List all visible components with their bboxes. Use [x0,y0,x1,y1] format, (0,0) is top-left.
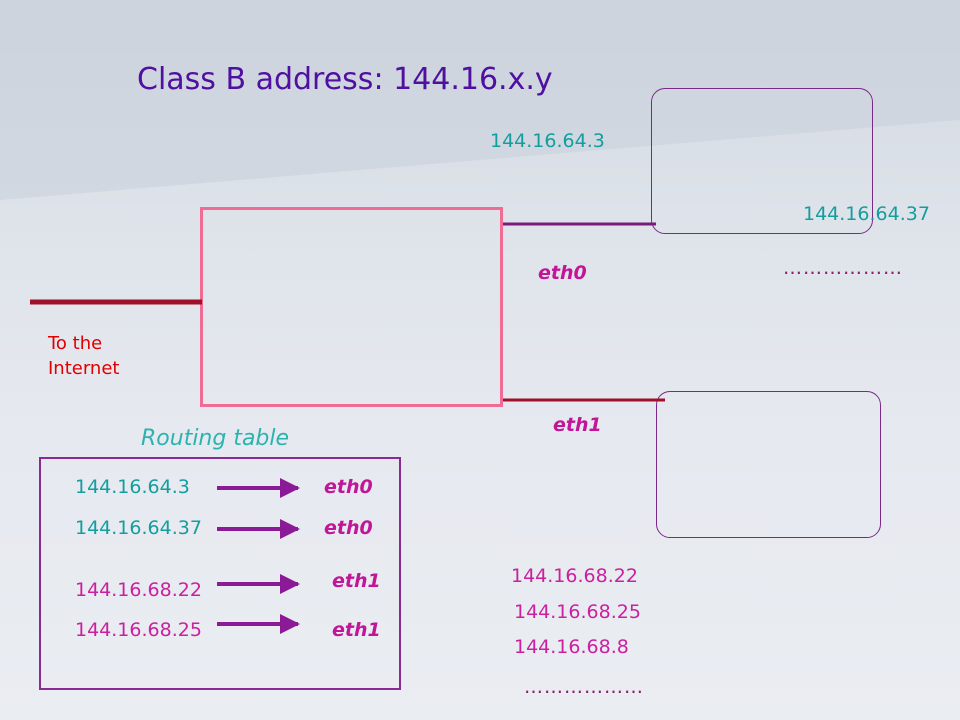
routing-row-address: 144.16.64.37 [75,517,202,539]
routing-row-interface: eth1 [332,570,381,592]
internet-label-text: To the Internet [48,333,120,379]
host-box-eth1 [656,391,881,538]
page-title: Class B address: 144.16.x.y [137,62,553,97]
host-address-eth0-2: 144.16.64.37 [803,203,930,225]
host-address-eth1-3: 144.16.68.8 [514,636,629,658]
eth0-label: eth0 [538,262,587,284]
routing-table-title: Routing table [141,426,290,451]
routing-row-address: 144.16.68.25 [75,619,202,641]
routing-row-interface: eth0 [324,476,373,498]
host-address-eth1-1: 144.16.68.22 [511,565,638,587]
routing-row-interface: eth0 [324,517,373,539]
eth1-label: eth1 [553,414,602,436]
more-hosts-eth0: ……………… [783,257,903,279]
router-box [200,207,503,407]
routing-row-address: 144.16.64.3 [75,476,190,498]
host-address-eth0-1: 144.16.64.3 [490,130,605,152]
host-box-eth0 [651,88,873,234]
routing-row-address: 144.16.68.22 [75,579,202,601]
routing-row-interface: eth1 [332,619,381,641]
host-address-eth1-2: 144.16.68.25 [514,601,641,623]
routing-table [39,457,401,690]
more-hosts-eth1: ……………… [524,676,644,698]
internet-label: To the Internet [48,331,119,381]
